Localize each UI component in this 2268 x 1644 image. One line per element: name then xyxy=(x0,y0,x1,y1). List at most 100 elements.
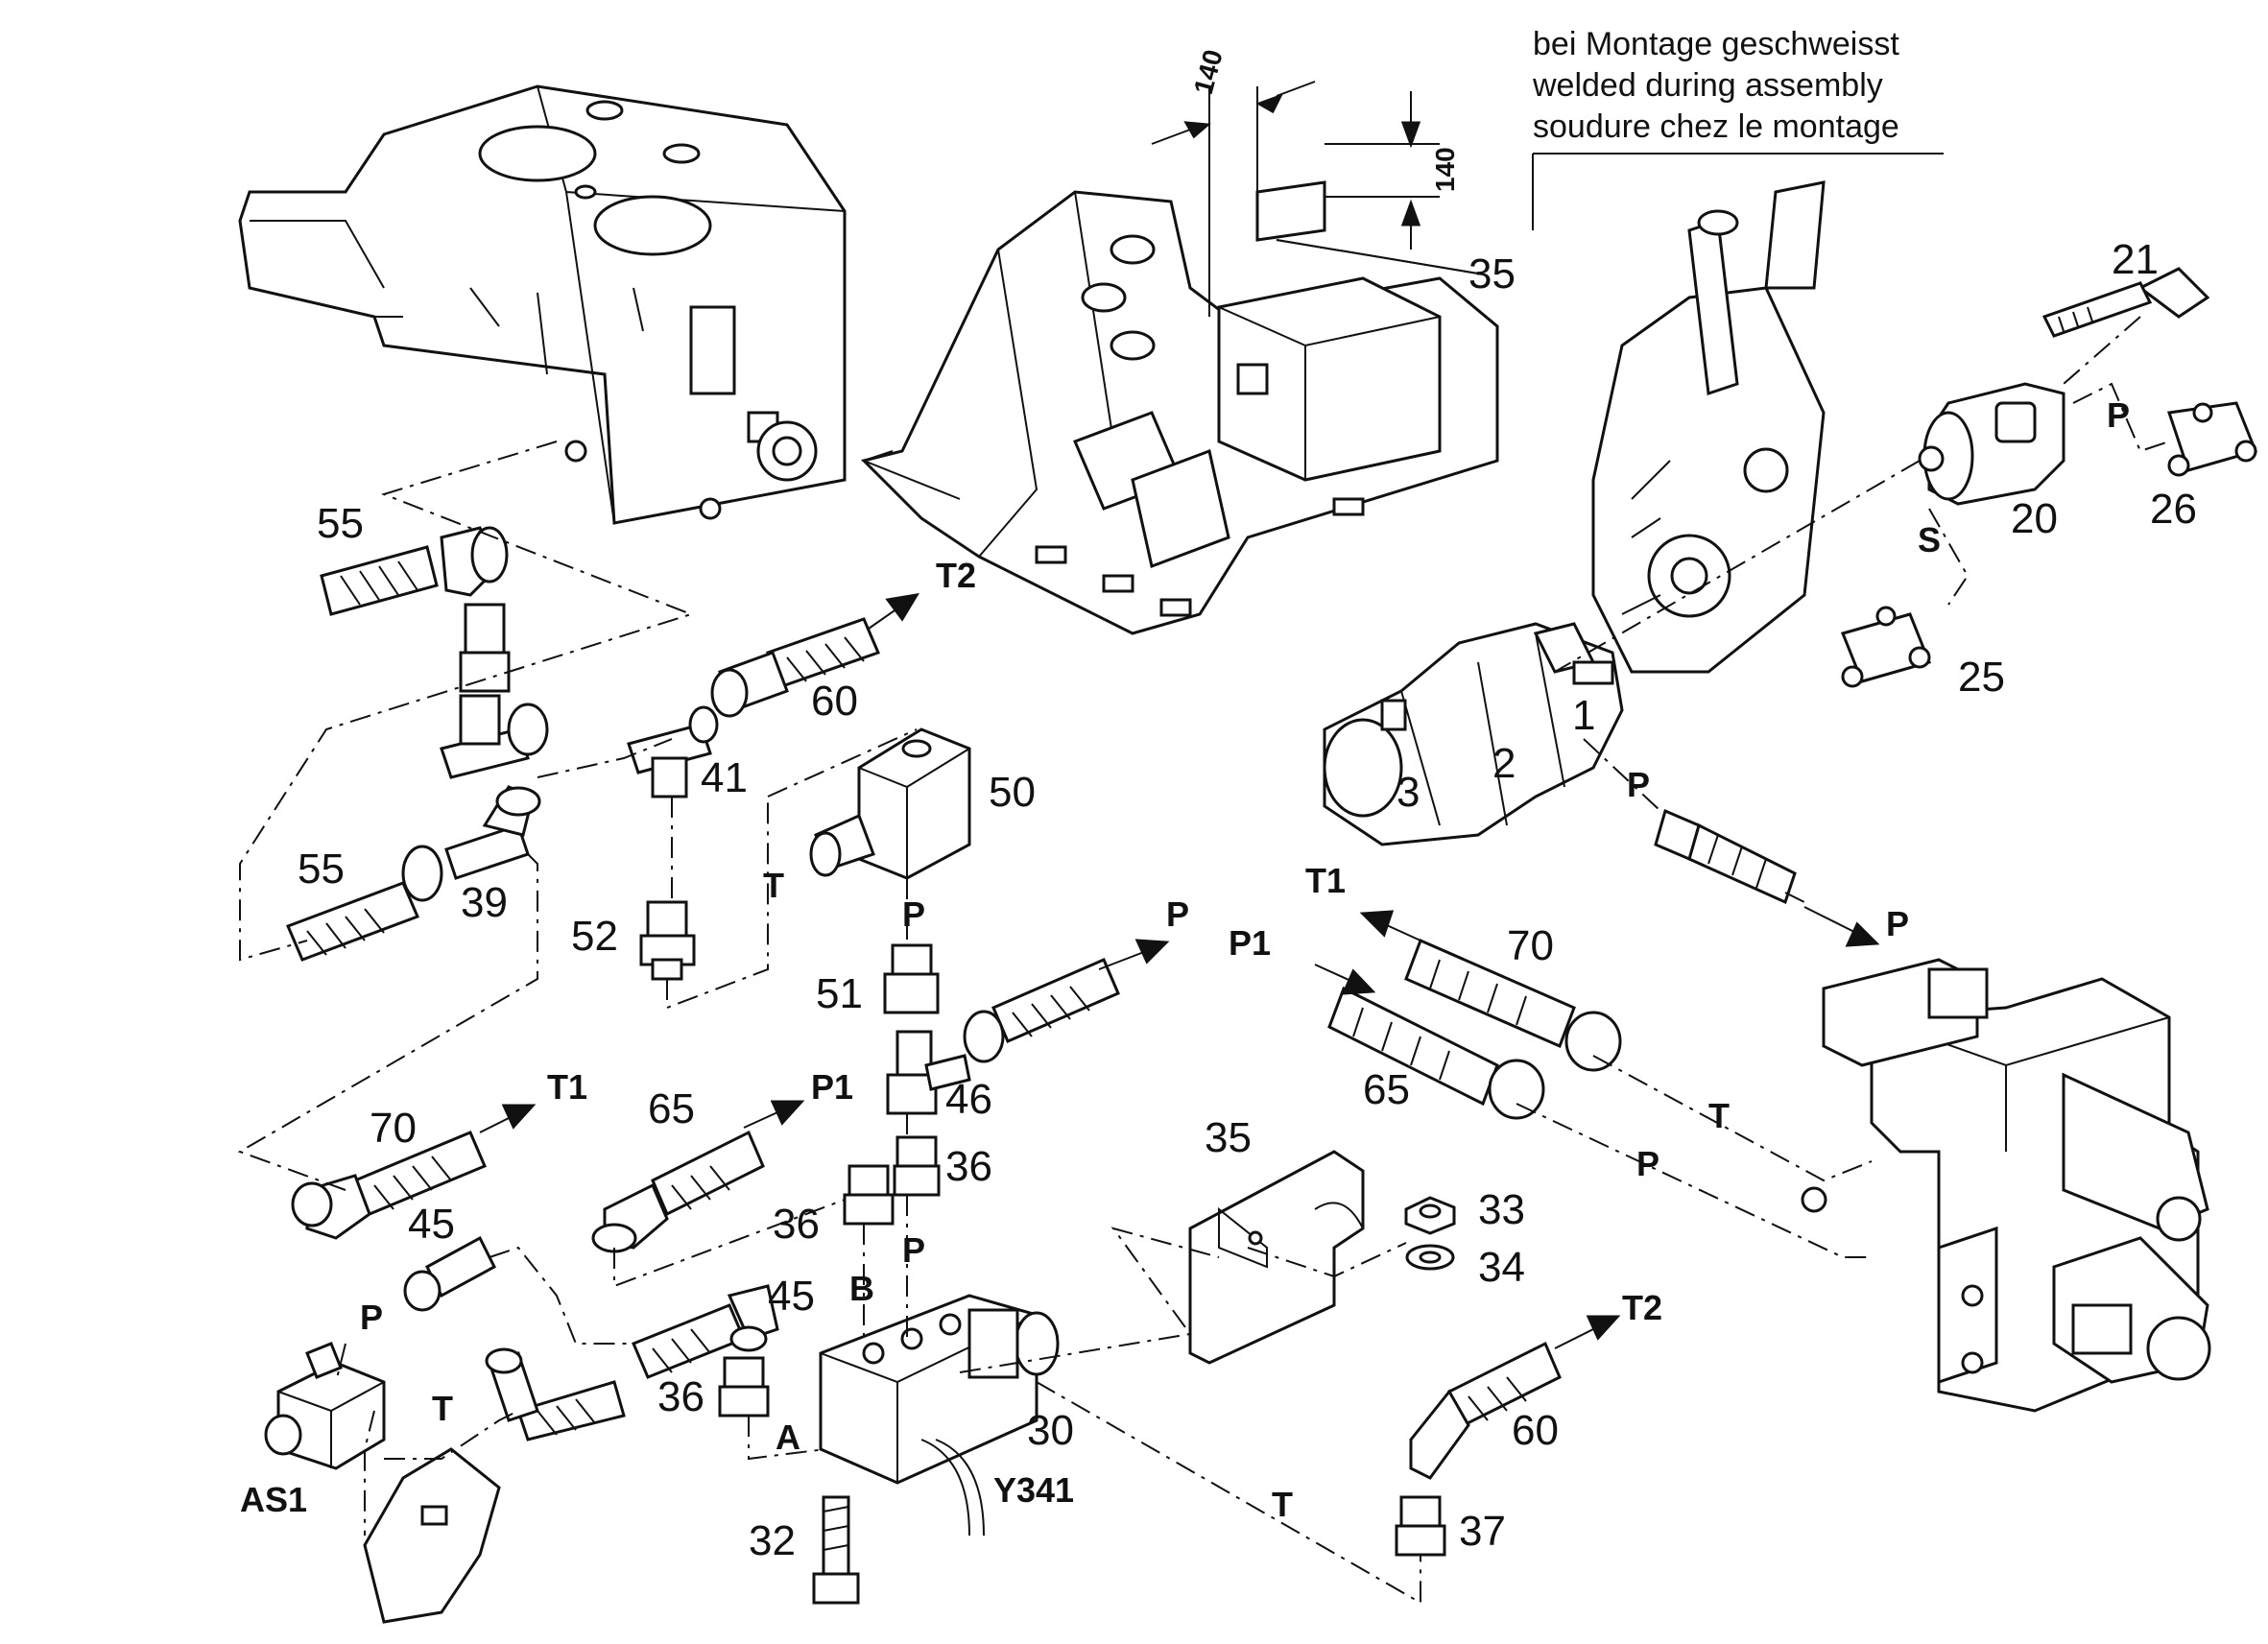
callout-65-left: 65 xyxy=(648,1085,695,1132)
callout-50: 50 xyxy=(989,769,1036,816)
port-t-valve-30: T xyxy=(1272,1485,1293,1524)
callout-labels: 35 21 20 26 25 55 60 41 50 55 39 52 51 7… xyxy=(298,236,2197,1564)
callout-37: 37 xyxy=(1459,1508,1506,1555)
block-50 xyxy=(809,727,971,880)
assembly-note-en: welded during assembly xyxy=(1532,67,1883,104)
valve-as1 xyxy=(264,1342,386,1470)
port-t-right: T xyxy=(1708,1096,1730,1135)
callout-34: 34 xyxy=(1478,1244,1525,1291)
fitting-tee-upper xyxy=(440,694,549,779)
assembly-note-fr: soudure chez le montage xyxy=(1533,108,1899,145)
callout-51: 51 xyxy=(816,970,863,1017)
fitting-55-nipple xyxy=(459,603,511,693)
flow-arrows xyxy=(479,592,1880,1349)
hose-70-right xyxy=(1404,938,1622,1072)
callout-60-upper: 60 xyxy=(811,678,858,725)
callout-36-right: 36 xyxy=(945,1143,992,1190)
assembly-note-de: bei Montage geschweisst xyxy=(1533,26,1899,62)
fitting-36-right xyxy=(893,1135,941,1197)
bracket-as1 xyxy=(363,1447,501,1624)
fitting-36-left xyxy=(843,1164,895,1226)
port-t-block-50: T xyxy=(763,866,784,905)
part-20-cylinder xyxy=(1918,382,2065,506)
hose-60-lower xyxy=(1409,1341,1562,1480)
pump-section-1-label: 1 xyxy=(1572,692,1595,739)
callout-30: 30 xyxy=(1027,1407,1074,1454)
bolt-32 xyxy=(812,1495,860,1605)
dimension-140-vertical: 140 xyxy=(1430,147,1460,192)
designation-as1: AS1 xyxy=(240,1480,307,1519)
part-21-bolt xyxy=(2041,267,2210,338)
pump-section-3-label: 3 xyxy=(1397,769,1420,816)
port-t2-lower: T2 xyxy=(1622,1288,1662,1327)
port-labels: T2 T2 T1 T1 P1 P1 P P P P P P P P S T T … xyxy=(360,395,2130,1524)
callout-45-small: 45 xyxy=(408,1201,455,1248)
hose-60-upper xyxy=(710,617,881,718)
port-t1-left: T1 xyxy=(547,1067,587,1107)
hose-elbow-as1 xyxy=(485,1347,626,1441)
callout-55-lower: 55 xyxy=(298,846,345,893)
hose-45-small xyxy=(403,1235,496,1312)
callout-26: 26 xyxy=(2150,486,2197,533)
engine-gear-housing xyxy=(1591,180,1826,674)
port-p-center-arrow: P xyxy=(1166,894,1189,934)
port-s: S xyxy=(1918,520,1941,560)
callout-20: 20 xyxy=(2011,495,2058,542)
callout-39: 39 xyxy=(461,879,508,926)
port-p1-left: P1 xyxy=(811,1067,853,1107)
port-t-as1: T xyxy=(432,1389,453,1428)
fitting-51-nipple xyxy=(883,943,940,1014)
port-b: B xyxy=(849,1269,874,1308)
callout-52: 52 xyxy=(571,913,618,960)
callout-41: 41 xyxy=(701,754,748,801)
callout-55-upper: 55 xyxy=(317,500,364,547)
nut-33 xyxy=(1404,1196,1456,1235)
tank-housing xyxy=(238,84,847,525)
callout-70-right: 70 xyxy=(1507,922,1554,969)
callout-70-left: 70 xyxy=(370,1105,417,1152)
hose-p-right xyxy=(1654,808,1797,905)
port-t1-right: T1 xyxy=(1305,861,1346,900)
callout-60-lower: 60 xyxy=(1512,1407,1559,1454)
hydraulic-pump-assembly: 1 2 3 xyxy=(1323,622,1624,846)
callout-35-lower: 35 xyxy=(1205,1114,1252,1161)
port-p-lower-right: P xyxy=(1636,1144,1659,1183)
callout-36-left: 36 xyxy=(773,1201,820,1248)
hose-45-right xyxy=(632,1284,779,1379)
port-p-right-arrow: P xyxy=(1886,904,1909,943)
fitting-37-nipple xyxy=(1395,1495,1446,1557)
hose-55-upper xyxy=(320,526,509,616)
hose-65-right xyxy=(1327,986,1545,1120)
designation-y341: Y341 xyxy=(993,1470,1074,1510)
hose-55-lower xyxy=(286,845,443,962)
port-p-block-50: P xyxy=(902,894,925,934)
callout-36-bottom: 36 xyxy=(657,1373,704,1420)
callout-46: 46 xyxy=(945,1076,992,1123)
port-p-as1: P xyxy=(360,1298,383,1337)
callout-32: 32 xyxy=(749,1517,796,1564)
hose-70-left xyxy=(291,1131,487,1240)
callout-35-top: 35 xyxy=(1468,250,1516,298)
pump-section-2-label: 2 xyxy=(1492,740,1516,787)
port-a: A xyxy=(776,1418,800,1457)
fitting-46-tee xyxy=(886,1030,971,1115)
fitting-41-tee xyxy=(627,705,719,798)
hose-p-center xyxy=(963,958,1120,1063)
callout-33: 33 xyxy=(1478,1186,1525,1233)
part-26-valve-block xyxy=(2167,401,2258,477)
fitting-52-nipple xyxy=(639,900,696,981)
connection-lines xyxy=(237,441,1873,1605)
port-p-pump: P xyxy=(1627,765,1650,804)
callout-45-right: 45 xyxy=(768,1273,815,1320)
fitting-36-bottom xyxy=(718,1356,770,1418)
solenoid-valve-30 xyxy=(819,1294,1060,1537)
callout-65-right: 65 xyxy=(1363,1066,1410,1113)
fitting-39-tee xyxy=(444,785,541,880)
hose-65-left xyxy=(591,1130,765,1253)
port-p-part-26: P xyxy=(2107,395,2130,435)
control-valve-block xyxy=(1801,958,2211,1413)
dimension-marks: 140 140 xyxy=(1151,46,1460,317)
port-p-valve-30: P xyxy=(902,1230,925,1270)
dimension-140-horizontal: 140 xyxy=(1188,46,1229,97)
